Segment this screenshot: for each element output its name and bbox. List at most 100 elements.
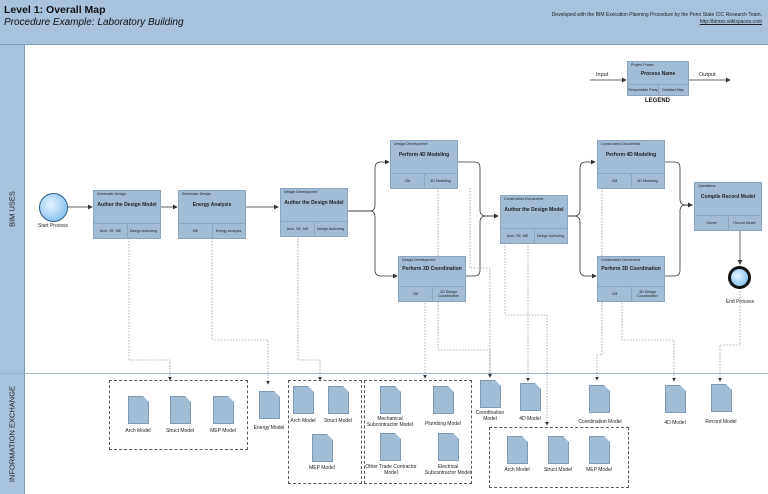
process-phase: Construction Documents bbox=[601, 142, 641, 146]
process-phase: Construction Documents bbox=[504, 197, 544, 201]
document-icon[interactable] bbox=[711, 384, 732, 412]
document-label: MEP Model bbox=[586, 467, 612, 473]
document-icon[interactable] bbox=[589, 436, 610, 464]
process-phase: Design Development bbox=[284, 190, 318, 194]
lane-separator bbox=[0, 373, 768, 374]
detailed-map-link[interactable]: Energy Analysis bbox=[215, 229, 242, 233]
process-phase: Schematic Design bbox=[97, 192, 126, 196]
document-icon[interactable] bbox=[480, 380, 501, 408]
detailed-map-link[interactable]: 4D Modeling bbox=[637, 179, 658, 183]
document-icon[interactable] bbox=[665, 385, 686, 413]
detailed-map-link[interactable]: 4D Modeling bbox=[430, 179, 451, 183]
process-name: Perform 4D Modeling bbox=[398, 152, 450, 158]
responsible-party: CM bbox=[391, 174, 425, 188]
wiki-link[interactable]: http://bimex.wikispaces.com bbox=[699, 19, 762, 25]
responsible-party: ME bbox=[179, 224, 213, 238]
legend-responsible: Responsible Party bbox=[628, 85, 659, 95]
process-name: Author the Design Model bbox=[504, 207, 564, 213]
document-label: Arch Model bbox=[504, 467, 530, 473]
legend-output-label: Output bbox=[699, 72, 716, 78]
sd-models-group bbox=[109, 380, 248, 450]
detailed-map-link[interactable]: 3D Design Coordination bbox=[438, 290, 459, 298]
process-cd-author-design-model[interactable]: Construction Documents Author the Design… bbox=[500, 195, 568, 244]
document-label: Coordination Model bbox=[578, 419, 622, 425]
process-dd-4d-modeling[interactable]: Design Development Perform 4D Modeling C… bbox=[390, 140, 458, 189]
responsible-party: Arch, SE, ME bbox=[281, 222, 315, 236]
document-icon[interactable] bbox=[380, 433, 401, 461]
document-label: Arch Model bbox=[125, 428, 151, 434]
process-name: Author the Design Model bbox=[284, 200, 344, 206]
process-sd-author-design-model[interactable]: Schematic Design Author the Design Model… bbox=[93, 190, 161, 239]
document-label: MEP Model bbox=[309, 465, 335, 471]
document-icon[interactable] bbox=[433, 386, 454, 414]
responsible-party: Arch, SE, ME bbox=[501, 229, 535, 243]
responsible-party: Owner bbox=[695, 216, 729, 230]
map-subtitle: Procedure Example: Laboratory Building bbox=[4, 17, 184, 28]
process-cd-4d-modeling[interactable]: Construction Documents Perform 4D Modeli… bbox=[597, 140, 665, 189]
document-label: 4D Model bbox=[664, 420, 686, 426]
process-name: Perform 4D Modeling bbox=[605, 152, 657, 158]
start-event[interactable] bbox=[39, 193, 68, 222]
process-phase: Schematic Design bbox=[182, 192, 211, 196]
lane-bim-uses bbox=[0, 45, 25, 373]
process-phase: Operations bbox=[698, 184, 716, 188]
legend-detailed-map: Detailed Map bbox=[662, 88, 684, 92]
document-icon[interactable] bbox=[548, 436, 569, 464]
dd-subcontractor-models-group bbox=[364, 380, 472, 484]
responsible-party: CM bbox=[598, 174, 632, 188]
document-label: Coordination Model bbox=[475, 410, 505, 422]
document-icon[interactable] bbox=[213, 396, 234, 424]
document-label: MEP Model bbox=[210, 428, 236, 434]
process-name: Energy Analysis bbox=[192, 202, 232, 208]
legend-process-box: Project Phase Process Name Responsible P… bbox=[627, 61, 689, 96]
detailed-map-link[interactable]: Design Authoring bbox=[316, 227, 345, 231]
document-icon[interactable] bbox=[170, 396, 191, 424]
process-name: Compile Record Model bbox=[700, 194, 756, 200]
detailed-map-link[interactable]: Design Authoring bbox=[129, 229, 158, 233]
detailed-map-link[interactable]: Design Authoring bbox=[536, 234, 565, 238]
document-icon[interactable] bbox=[507, 436, 528, 464]
document-label: Struct Model bbox=[323, 418, 353, 424]
process-name: Perform 3D Coordination bbox=[601, 266, 661, 272]
process-dd-author-design-model[interactable]: Design Development Author the Design Mod… bbox=[280, 188, 348, 237]
detailed-map-link[interactable]: 3D Design Coordination bbox=[637, 290, 658, 298]
process-phase: Construction Documents bbox=[601, 258, 641, 262]
document-icon[interactable] bbox=[520, 383, 541, 411]
lane-information-exchange bbox=[0, 374, 25, 494]
start-label: Start Process bbox=[38, 223, 69, 229]
document-label: Record Model bbox=[705, 419, 737, 425]
legend-title: LEGEND bbox=[645, 98, 671, 104]
dd-design-models-group bbox=[288, 380, 362, 484]
responsible-party: CM bbox=[399, 287, 433, 301]
map-title: Level 1: Overall Map bbox=[4, 4, 106, 16]
process-phase: Design Development bbox=[402, 258, 436, 262]
cd-models-group bbox=[489, 427, 629, 488]
developed-with-note: Developed with the BIM Execution Plannin… bbox=[551, 12, 762, 18]
document-label: Electrical Subcontractor Model bbox=[424, 464, 472, 476]
document-icon[interactable] bbox=[589, 385, 610, 413]
document-icon[interactable] bbox=[259, 391, 280, 419]
process-op-compile-record-model[interactable]: Operations Compile Record Model Owner Rec… bbox=[694, 182, 762, 231]
responsible-party: Arch, SE, ME bbox=[94, 224, 128, 238]
process-cd-3d-coordination[interactable]: Construction Documents Perform 3D Coordi… bbox=[597, 256, 665, 302]
document-icon[interactable] bbox=[128, 396, 149, 424]
document-icon[interactable] bbox=[293, 386, 314, 414]
process-dd-3d-coordination[interactable]: Design Development Perform 3D Coordinati… bbox=[398, 256, 466, 302]
document-icon[interactable] bbox=[438, 433, 459, 461]
document-label: 4D Model bbox=[519, 416, 541, 422]
document-label: Mechanical Subcontractor Model bbox=[366, 416, 414, 428]
document-label: Struct Model bbox=[165, 428, 195, 434]
document-icon[interactable] bbox=[380, 386, 401, 414]
process-name: Author the Design Model bbox=[97, 202, 157, 208]
responsible-party: CM bbox=[598, 287, 632, 301]
end-event[interactable] bbox=[728, 266, 751, 289]
document-icon[interactable] bbox=[328, 386, 349, 414]
detailed-map-link[interactable]: Record Model bbox=[733, 221, 756, 225]
process-name: Perform 3D Coordination bbox=[402, 266, 462, 272]
document-label: Other Trade Contractor Model bbox=[365, 464, 417, 476]
legend-input-label: Input bbox=[596, 72, 609, 78]
header-bar: Level 1: Overall Map Procedure Example: … bbox=[0, 0, 768, 45]
document-icon[interactable] bbox=[312, 434, 333, 462]
